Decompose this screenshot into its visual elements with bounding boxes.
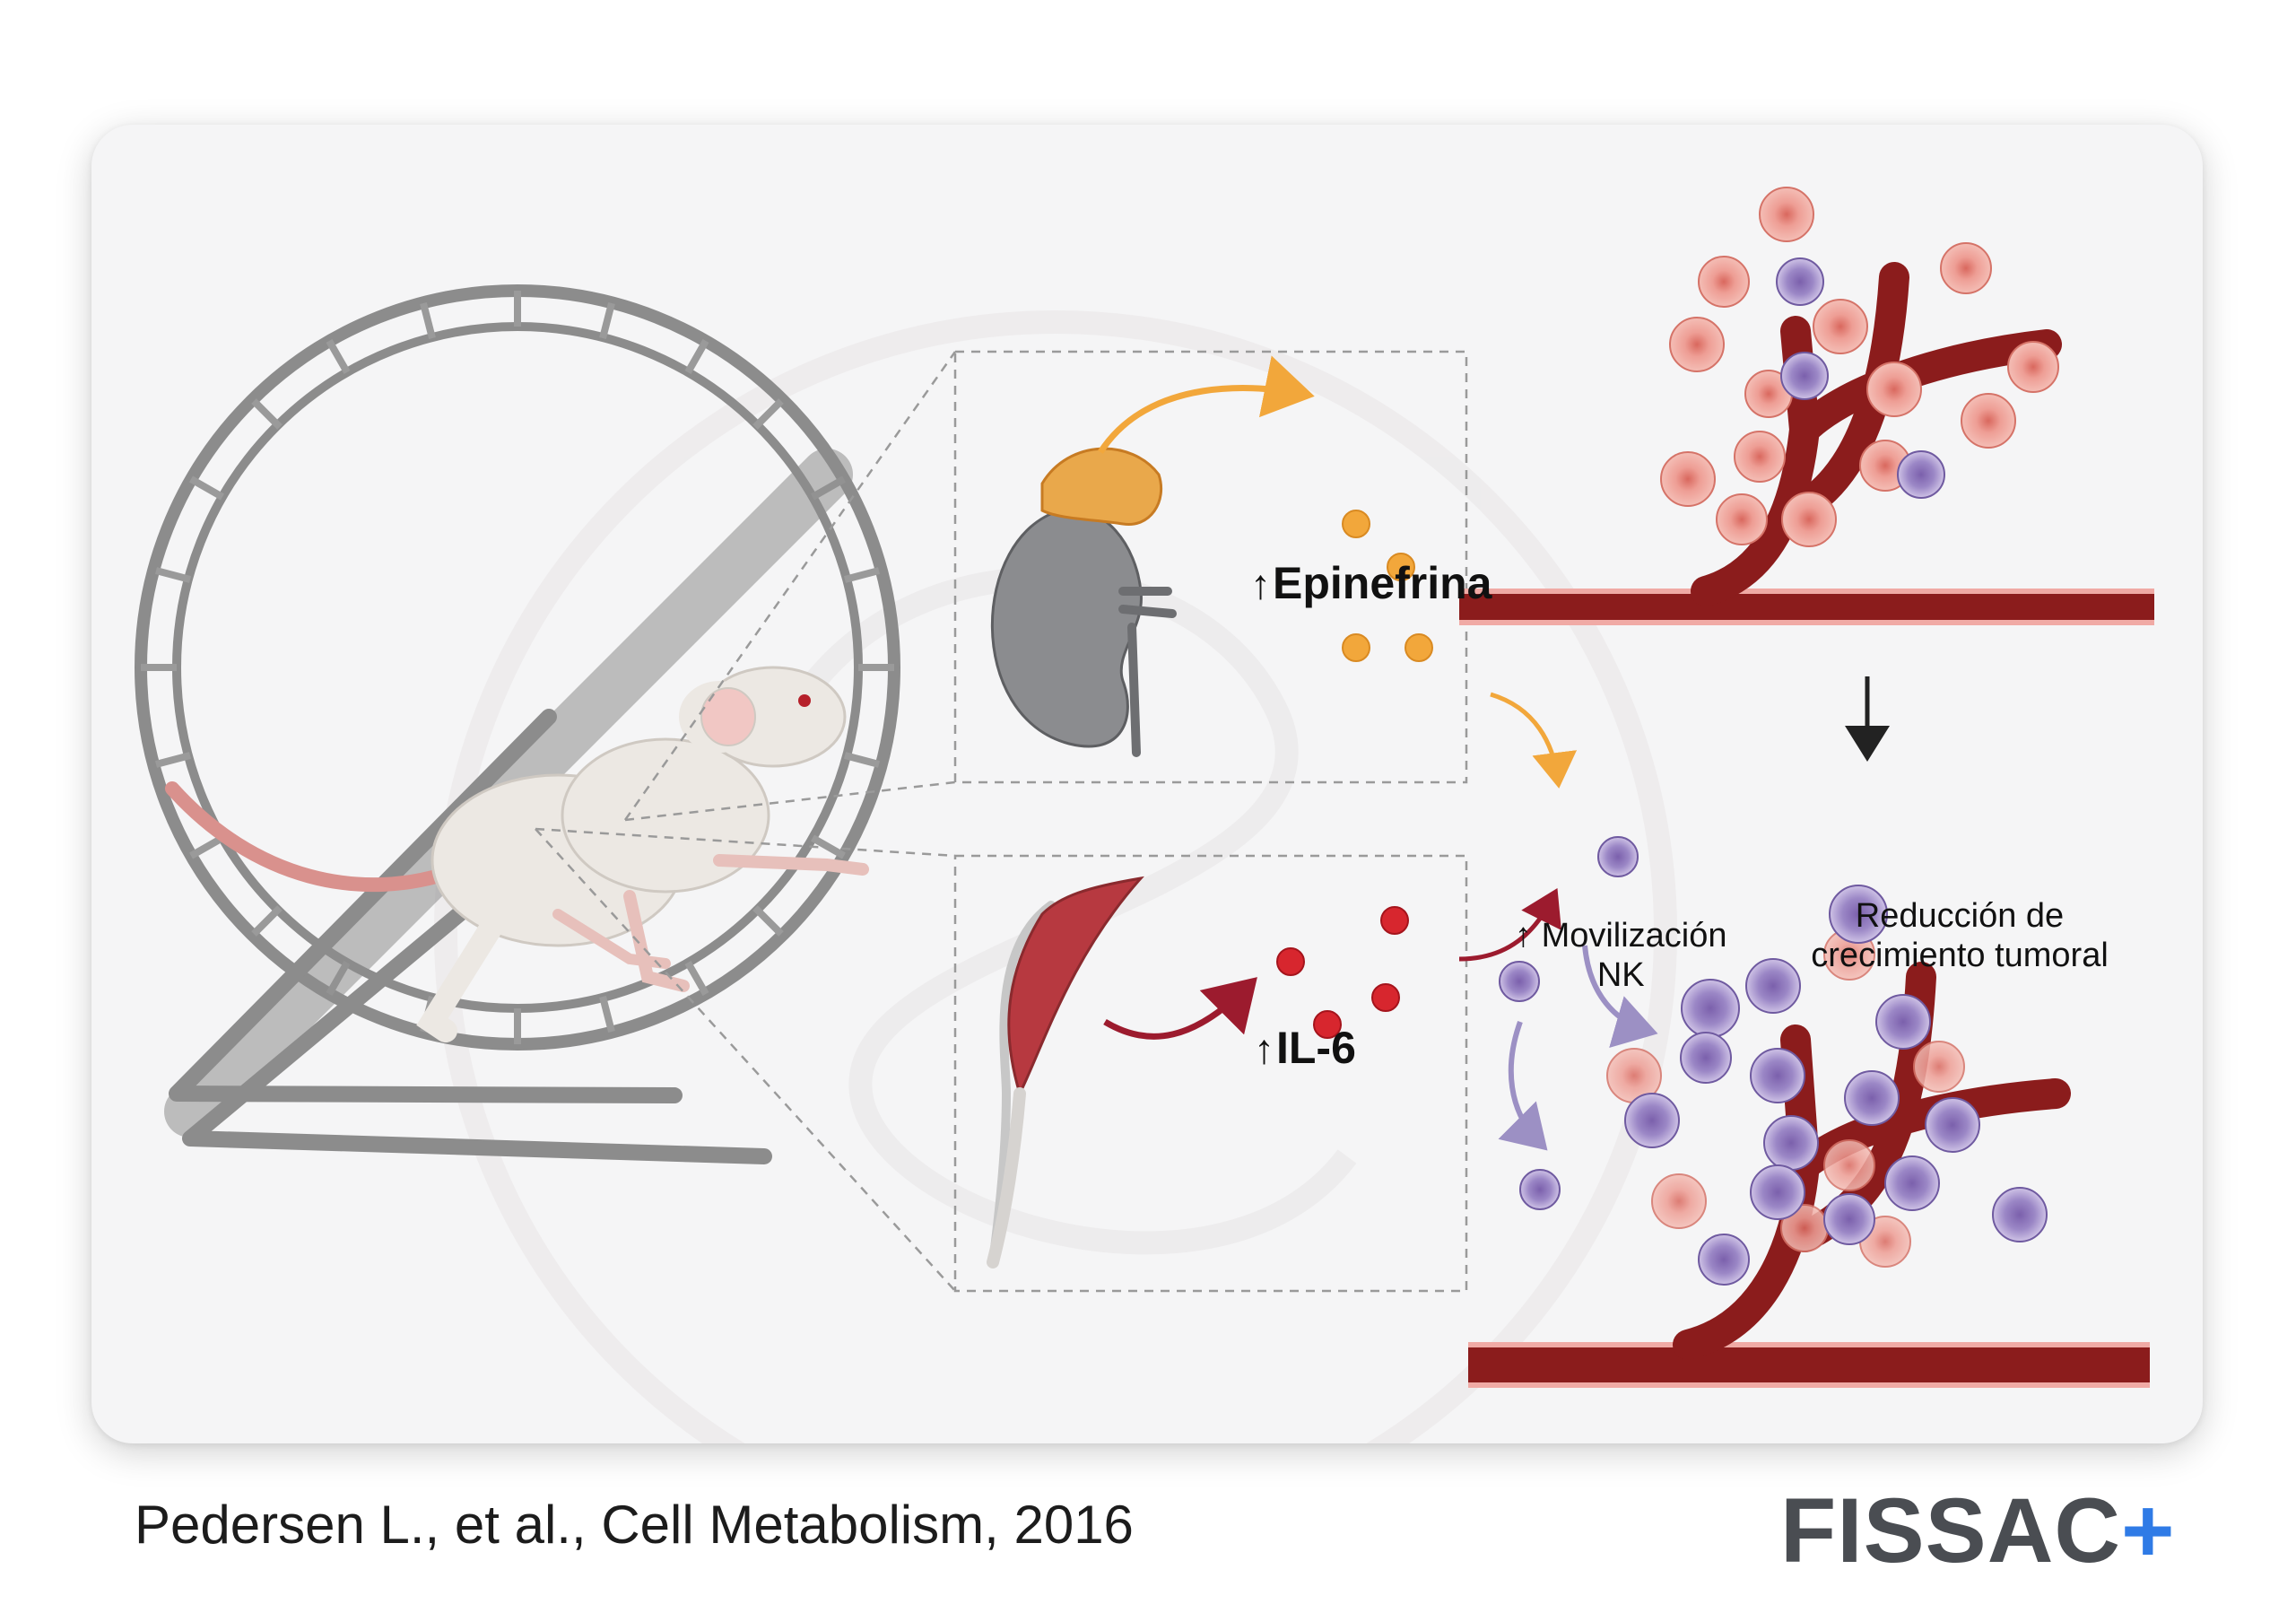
kidney-adrenal-icon	[990, 447, 1177, 757]
il6-arrow	[1103, 977, 1257, 1040]
il6-label: ↑IL-6	[1254, 1023, 1356, 1073]
epinephrine-label: ↑Epinefrina	[1250, 558, 1492, 608]
tumor-top-icon	[1459, 187, 2154, 625]
epinephrine-molecules	[1342, 510, 1433, 662]
tumor-bottom-icon	[1468, 885, 2150, 1388]
nk-mobilization-label: ↑ Movilización NK	[1515, 917, 1727, 994]
nk-arrow-1	[1582, 945, 1658, 1048]
diagram-card: ↑Epinefrina ↑IL-6 ↑ Movilización NK Redu…	[91, 125, 2203, 1443]
epinephrine-to-nk-arrow	[1490, 692, 1578, 789]
epinephrine-arrow	[1098, 355, 1315, 454]
tumor-reduction-label: Reducción de crecimiento tumoral	[1811, 897, 2109, 974]
diagram-illustration	[135, 187, 2154, 1443]
citation: Pedersen L., et al., Cell Metabolism, 20…	[135, 1495, 1134, 1555]
brand-logo: FISSAC+	[1780, 1479, 2176, 1582]
muscle-icon	[987, 876, 1144, 1269]
il6-molecules	[1276, 906, 1409, 1039]
mouse-icon	[165, 666, 869, 1042]
il6-to-nk-arrow	[1458, 888, 1561, 962]
nk-arrow-2	[1498, 1020, 1548, 1151]
nk-cells-free	[1499, 836, 1639, 1210]
zoom-lines	[535, 350, 1468, 1293]
